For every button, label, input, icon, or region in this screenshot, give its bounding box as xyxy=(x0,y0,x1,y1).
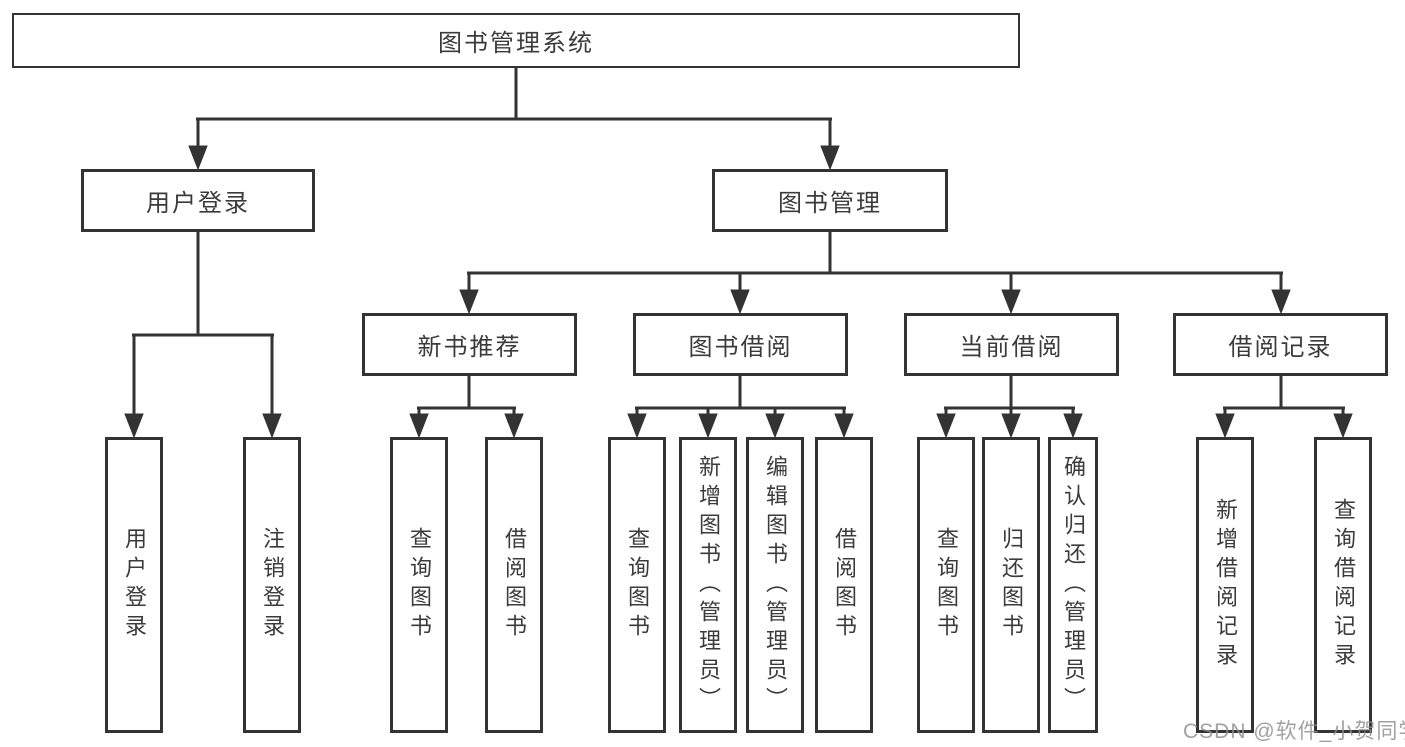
node-book-management-label: 图书管理 xyxy=(778,190,882,217)
node-borrow-records-label: 借阅记录 xyxy=(1228,334,1333,361)
connector-book-management-to-level3 xyxy=(459,232,1291,315)
node-root-label: 图书管理系统 xyxy=(438,30,594,57)
leaf-return-books: 归还图书 xyxy=(982,437,1040,733)
connector-new-book-recommend-to-leaves xyxy=(409,376,524,439)
node-borrow-records: 借阅记录 xyxy=(1173,313,1388,376)
leaf-borrow-borrow-books: 借阅图书 xyxy=(815,437,873,733)
connector-book-borrow-to-leaves xyxy=(627,376,854,439)
leaf-borrow-borrow-books-label: 借阅图书 xyxy=(832,527,857,643)
node-user-login-label: 用户登录 xyxy=(146,190,250,217)
leaf-confirm-return-admin-label: 确认归还（管理员） xyxy=(1061,454,1086,716)
leaf-recommend-query-books-label: 查询图书 xyxy=(407,527,432,643)
node-new-book-recommend-label: 新书推荐 xyxy=(417,334,522,361)
node-user-login: 用户登录 xyxy=(81,169,315,232)
leaf-logout: 注销登录 xyxy=(243,437,301,733)
node-book-borrow: 图书借阅 xyxy=(633,313,848,376)
connector-borrow-records-to-leaves xyxy=(1215,376,1353,439)
leaf-edit-books-admin: 编辑图书（管理员） xyxy=(746,437,804,733)
leaf-add-borrow-record-label: 新增借阅记录 xyxy=(1213,498,1238,672)
leaf-query-borrow-record-label: 查询借阅记录 xyxy=(1331,498,1356,672)
connector-current-borrow-to-leaves xyxy=(936,376,1083,439)
leaf-query-borrow-record: 查询借阅记录 xyxy=(1314,437,1372,733)
leaf-logout-label: 注销登录 xyxy=(260,527,285,643)
node-book-borrow-label: 图书借阅 xyxy=(688,334,793,361)
leaf-current-query-books: 查询图书 xyxy=(917,437,975,733)
leaf-borrow-query-books-label: 查询图书 xyxy=(625,527,650,643)
leaf-recommend-borrow-books-label: 借阅图书 xyxy=(502,527,527,643)
node-new-book-recommend: 新书推荐 xyxy=(362,313,577,376)
node-current-borrow-label: 当前借阅 xyxy=(959,334,1064,361)
node-root-library-management-system: 图书管理系统 xyxy=(12,13,1020,68)
leaf-add-books-admin: 新增图书（管理员） xyxy=(679,437,737,733)
node-current-borrow: 当前借阅 xyxy=(904,313,1119,376)
leaf-current-query-books-label: 查询图书 xyxy=(934,527,959,643)
leaf-confirm-return-admin: 确认归还（管理员） xyxy=(1048,437,1098,733)
leaf-return-books-label: 归还图书 xyxy=(999,527,1024,643)
leaf-borrow-query-books: 查询图书 xyxy=(608,437,666,733)
leaf-recommend-query-books: 查询图书 xyxy=(390,437,448,733)
leaf-edit-books-admin-label: 编辑图书（管理员） xyxy=(763,454,788,716)
node-book-management: 图书管理 xyxy=(712,169,948,232)
leaf-user-login: 用户登录 xyxy=(105,437,163,733)
leaf-user-login-label: 用户登录 xyxy=(122,527,147,643)
leaf-add-borrow-record: 新增借阅记录 xyxy=(1196,437,1254,733)
connector-root-to-level2 xyxy=(188,68,840,171)
csdn-watermark: CSDN @软件_小贺同学 xyxy=(1183,720,1405,743)
leaf-recommend-borrow-books: 借阅图书 xyxy=(485,437,543,733)
leaf-add-books-admin-label: 新增图书（管理员） xyxy=(696,454,721,716)
connector-user-login-to-leaves xyxy=(124,232,282,439)
